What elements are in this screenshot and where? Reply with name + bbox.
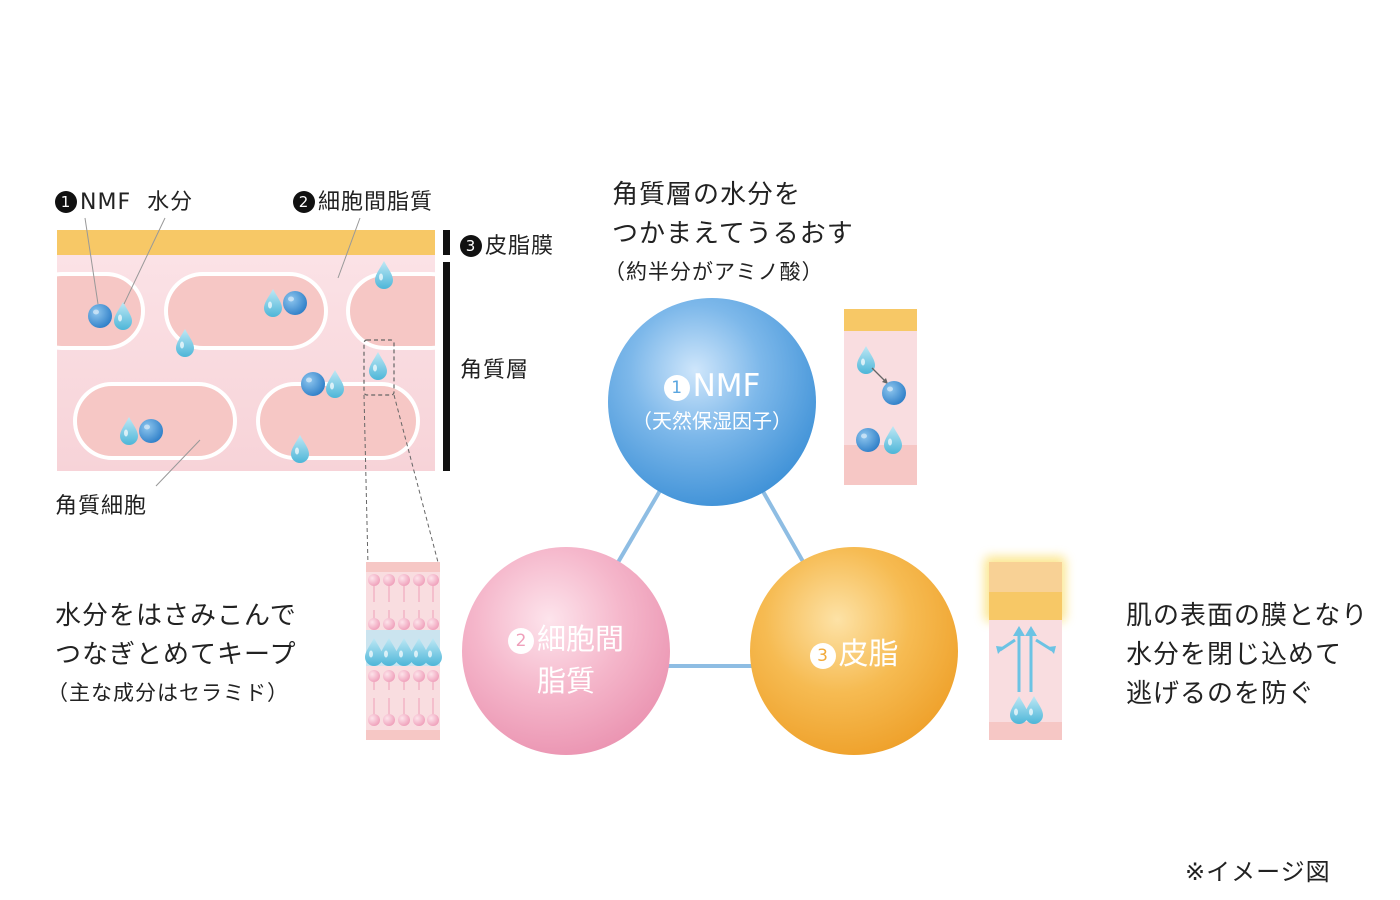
- zoom-box: [363, 339, 395, 396]
- lipid-bilayer-strip: [365, 562, 442, 740]
- sebum-strip: [984, 556, 1066, 740]
- nmf-strip: [844, 309, 917, 485]
- nmf-circle-subtitle: （天然保湿因子）: [632, 409, 792, 433]
- nmf-desc-line: 角質層の水分を: [612, 180, 802, 210]
- lipid-circle-title: 細胞間: [536, 622, 624, 656]
- lipid-label-text: 細胞間脂質: [318, 190, 434, 215]
- nmf-ball: [301, 372, 325, 396]
- water-label: 水分: [147, 190, 194, 215]
- nmf-ball: [139, 419, 163, 443]
- stratum-label: 角質層: [460, 358, 530, 383]
- leader-line: [337, 217, 361, 279]
- sebum-desc-line: 肌の表面の膜となり: [1126, 601, 1369, 631]
- stratum-bracket: [443, 262, 450, 471]
- corneocyte: [346, 272, 435, 350]
- sebum-circle: [750, 547, 958, 755]
- relationship-diagram: [462, 298, 958, 755]
- nmf-description: 角質層の水分を つかまえてうるおす （約半分がアミノ酸）: [604, 176, 854, 286]
- lipid-circle-title: 脂質: [536, 664, 595, 698]
- nmf-ball: [88, 304, 112, 328]
- sebum-desc-line: 水分を閉じ込めて: [1126, 640, 1343, 670]
- sebum-description: 肌の表面の膜となり 水分を閉じ込めて 逃げるのを防ぐ: [1126, 597, 1368, 714]
- zoom-line: [393, 394, 440, 567]
- lipid-desc-line: 水分をはさみこんで: [55, 601, 297, 631]
- nmf-label: NMF: [80, 190, 132, 215]
- leader-line: [123, 217, 166, 305]
- cell-label: 角質細胞: [55, 494, 148, 519]
- sebum-bracket: [443, 230, 450, 255]
- sebum-circle-title: 皮脂: [838, 637, 899, 672]
- number-badge: 1: [55, 191, 77, 213]
- number-badge: 2: [507, 628, 534, 654]
- number-badge: 3: [460, 235, 482, 257]
- number-badge: 2: [293, 191, 315, 213]
- sebum-layer: [57, 230, 435, 255]
- sebum-desc-line: 逃げるのを防ぐ: [1126, 679, 1316, 709]
- lipid-desc-line: つなぎとめてキープ: [55, 640, 297, 670]
- lipid-description: 水分をはさみこんで つなぎとめてキープ （主な成分はセラミド）: [47, 597, 297, 707]
- corneocyte: [164, 272, 328, 350]
- nmf-circle: [608, 298, 816, 506]
- lipid-circle: [462, 547, 670, 755]
- lipid-desc-note: （主な成分はセラミド）: [47, 681, 289, 705]
- sebum-film-label-text: 皮脂膜: [485, 234, 555, 259]
- leader-line: [155, 439, 201, 487]
- nmf-desc-note: （約半分がアミノ酸）: [604, 260, 824, 284]
- nmf-desc-line: つかまえてうるおす: [612, 219, 854, 249]
- leader-line: [84, 217, 99, 305]
- image-note: ※イメージ図: [1185, 858, 1331, 886]
- zoom-line: [363, 394, 369, 567]
- number-badge: 3: [809, 643, 836, 669]
- skin-cross-section: [57, 217, 450, 567]
- nmf-ball: [283, 291, 307, 315]
- nmf-circle-title: NMF: [692, 368, 761, 404]
- number-badge: 1: [663, 375, 690, 401]
